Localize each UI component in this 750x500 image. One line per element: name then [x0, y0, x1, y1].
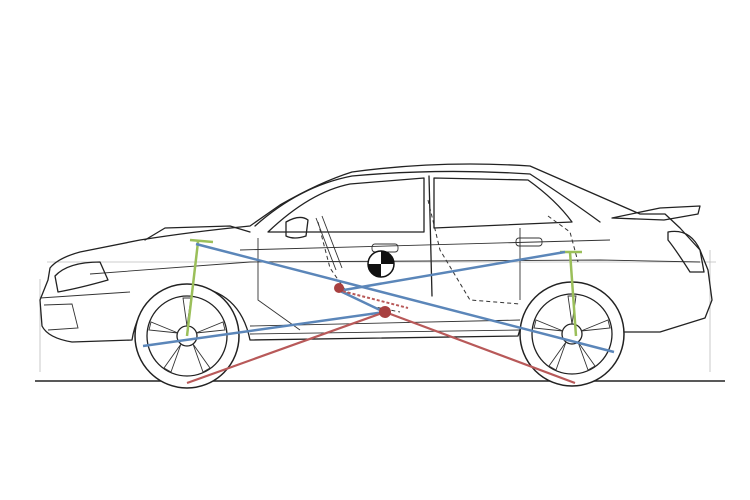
center-of-gravity-icon [367, 250, 395, 278]
rocker-lower-line [249, 329, 521, 335]
front-contact-to-ic-line [186, 310, 386, 385]
front-side-window [267, 177, 425, 233]
steering-column [315, 217, 337, 271]
center-connector-dashed [337, 289, 409, 309]
rear-spoiler [611, 205, 701, 221]
rear-door-handle [515, 237, 543, 247]
rear-side-window [433, 177, 573, 229]
b-pillar [428, 175, 433, 297]
front-door-handle [371, 243, 399, 253]
front-pivot-line [185, 238, 214, 337]
side-mirror [285, 216, 309, 239]
interior-dashed-seat [427, 199, 521, 305]
front-upper-to-rear-line [195, 242, 615, 354]
tail-light [667, 230, 705, 273]
front-rim [146, 295, 228, 377]
front-spokes [148, 297, 226, 373]
belt-line [239, 239, 611, 251]
suspension-geometry-lines [142, 238, 615, 385]
roll-axis-segment [337, 288, 385, 314]
shoulder-line [89, 259, 701, 275]
rear-contact-to-ic-line [384, 310, 576, 385]
front-lower-line [142, 310, 386, 348]
rear-instant-center [379, 306, 391, 318]
hood-scoop [144, 225, 251, 241]
rear-tire [519, 281, 625, 387]
greenhouse-outline [254, 170, 601, 227]
rear-upper-to-center-line [337, 250, 566, 293]
fog-light [43, 303, 79, 331]
front-instant-center [334, 283, 344, 293]
headlight [54, 261, 109, 293]
bumper-line [39, 291, 131, 299]
steering-column-inner [321, 215, 343, 269]
interior-dashed-rear [547, 215, 579, 263]
rear-wheel [519, 281, 625, 387]
front-door-edge [257, 238, 301, 331]
